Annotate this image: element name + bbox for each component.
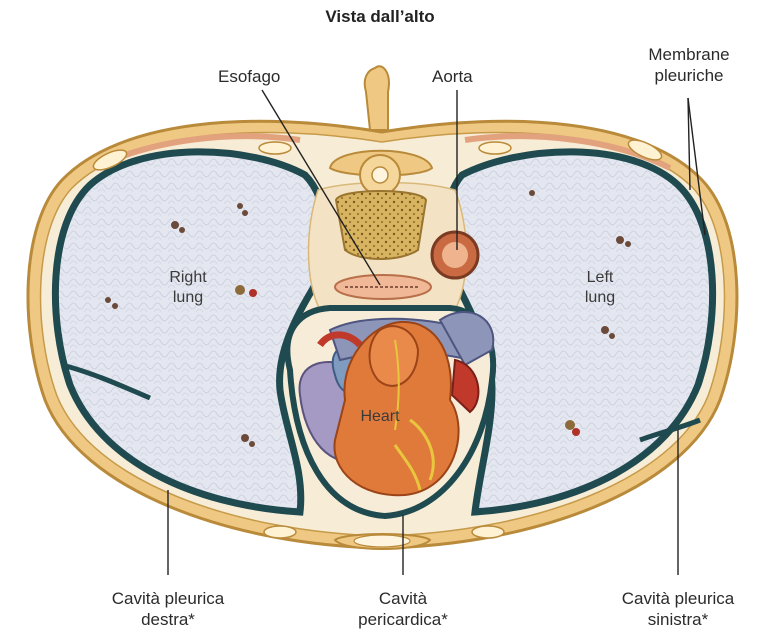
label-left-lung: Left lung [570, 268, 630, 308]
label-cav-sx-line1: Cavità pleurica [598, 588, 758, 609]
label-aorta: Aorta [432, 66, 473, 87]
label-left-lung-line2: lung [570, 288, 630, 308]
label-membrane-line1: Membrane [630, 44, 748, 65]
diagram-title: Vista dall’alto [300, 6, 460, 27]
label-right-lung-line2: lung [158, 288, 218, 308]
label-heart: Heart [350, 407, 410, 427]
label-cavita-pleurica-sinistra: Cavità pleurica sinistra* [598, 588, 758, 630]
sternum [335, 534, 430, 549]
label-cavita-pleurica-destra: Cavità pleurica destra* [88, 588, 248, 630]
label-right-lung: Right lung [158, 268, 218, 308]
label-cav-dx-line1: Cavità pleurica [88, 588, 248, 609]
label-cav-peri-line1: Cavità [333, 588, 473, 609]
aorta [432, 232, 478, 278]
label-cav-dx-line2: destra* [88, 609, 248, 630]
label-cav-sx-line2: sinistra* [598, 609, 758, 630]
label-right-lung-line1: Right [158, 268, 218, 288]
label-membrane-line2: pleuriche [630, 65, 748, 86]
label-cavita-pericardica: Cavità pericardica* [333, 588, 473, 630]
label-cav-peri-line2: pericardica* [333, 609, 473, 630]
label-membrane-pleuriche: Membrane pleuriche [630, 44, 748, 86]
label-left-lung-line1: Left [570, 268, 630, 288]
vertebra [330, 66, 432, 259]
label-esofago: Esofago [218, 66, 280, 87]
